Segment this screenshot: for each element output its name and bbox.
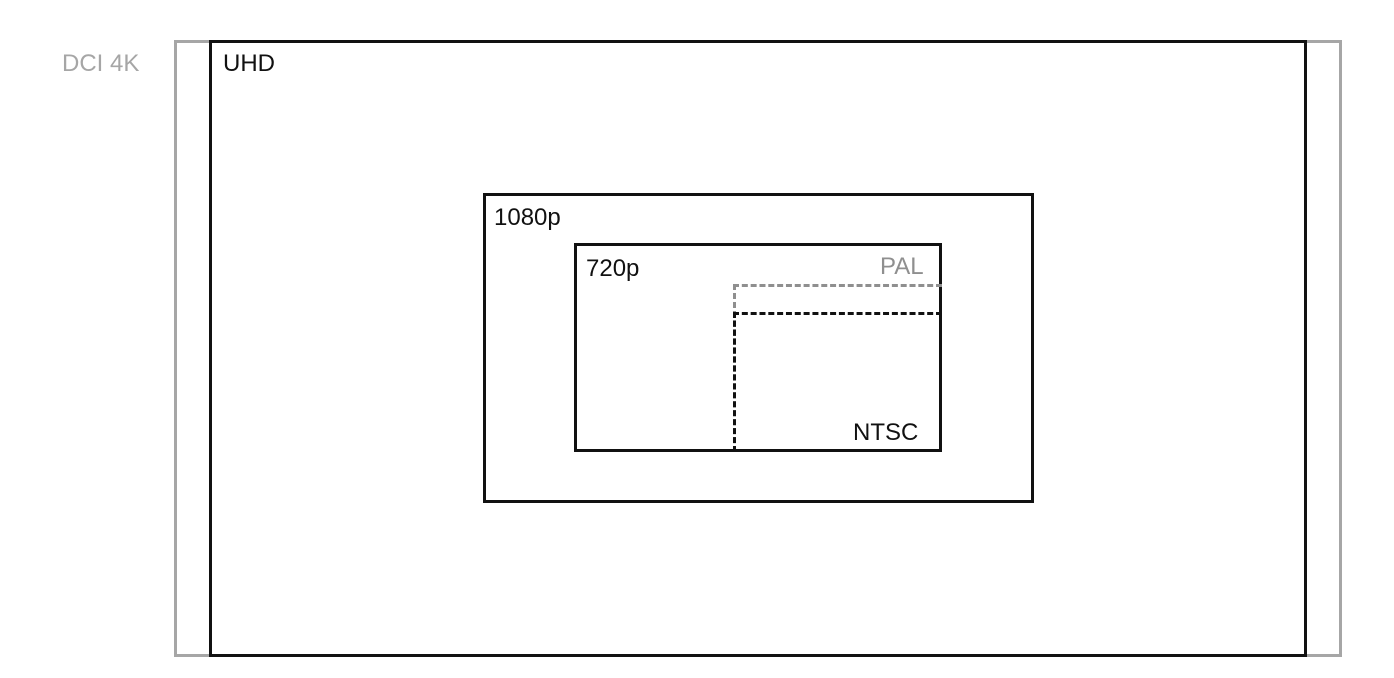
720p-label: 720p [586, 255, 640, 282]
720p-frame [574, 243, 942, 452]
pal-label: PAL [880, 253, 924, 280]
dci-4k-label: DCI 4K [62, 50, 140, 77]
uhd-frame [209, 40, 1307, 657]
1080p-frame [483, 193, 1034, 503]
uhd-label: UHD [223, 50, 275, 77]
ntsc-label: NTSC [853, 419, 919, 446]
1080p-label: 1080p [494, 204, 561, 231]
ntsc-frame [733, 312, 942, 452]
